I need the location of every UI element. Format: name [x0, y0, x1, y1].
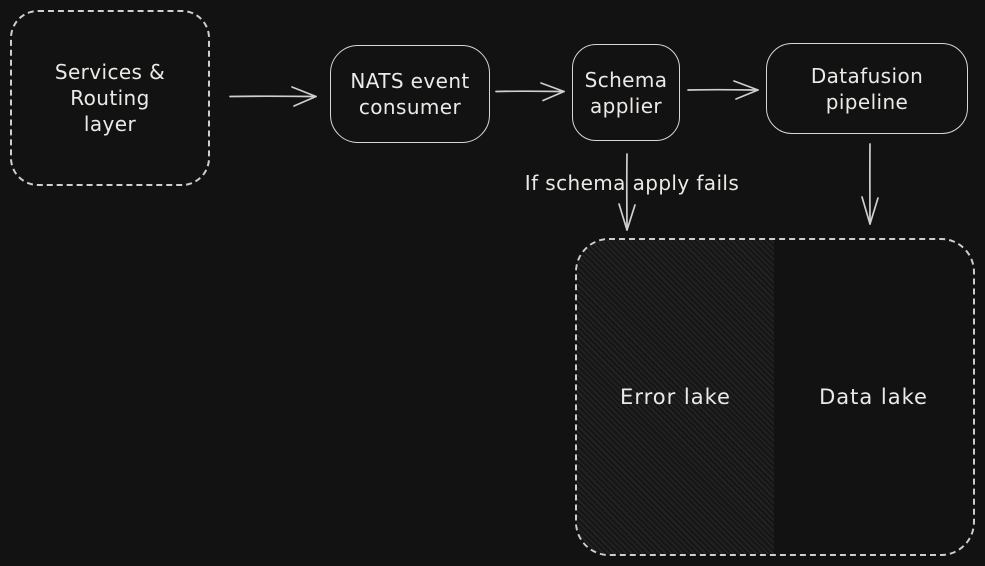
arrow-datafusion-to-data-lake — [858, 141, 882, 229]
datafusion-pipeline-node: Datafusion pipeline — [766, 43, 968, 134]
services-routing-layer-node: Services & Routing layer — [10, 10, 210, 186]
arrow-nats-to-schema — [493, 79, 569, 105]
services-routing-layer-label-line1: Services & Routing — [54, 60, 166, 110]
error-lake-label: Error lake — [620, 385, 731, 409]
data-lake-region: Data lake — [774, 240, 973, 554]
error-lake-region: Error lake — [577, 240, 774, 554]
nats-event-consumer-label-line2: consumer — [358, 95, 462, 119]
schema-fail-annotation: If schema apply fails — [524, 171, 740, 195]
arrow-services-to-nats — [226, 83, 322, 111]
schema-applier-label-line1: Schema — [584, 67, 668, 92]
nats-event-consumer-node: NATS event consumer — [330, 45, 490, 143]
schema-applier-node: Schema applier — [572, 44, 680, 141]
arrow-schema-to-datafusion — [685, 77, 763, 103]
nats-event-consumer-label-line1: NATS event — [350, 69, 470, 93]
data-lake-label: Data lake — [819, 385, 928, 409]
lake-container: Error lake Data lake — [575, 238, 975, 556]
datafusion-pipeline-label: Datafusion pipeline — [810, 63, 924, 114]
services-routing-layer-label-line2: layer — [83, 112, 137, 136]
arrow-schema-to-error-lake — [615, 151, 639, 235]
schema-applier-label-line2: applier — [589, 93, 663, 118]
